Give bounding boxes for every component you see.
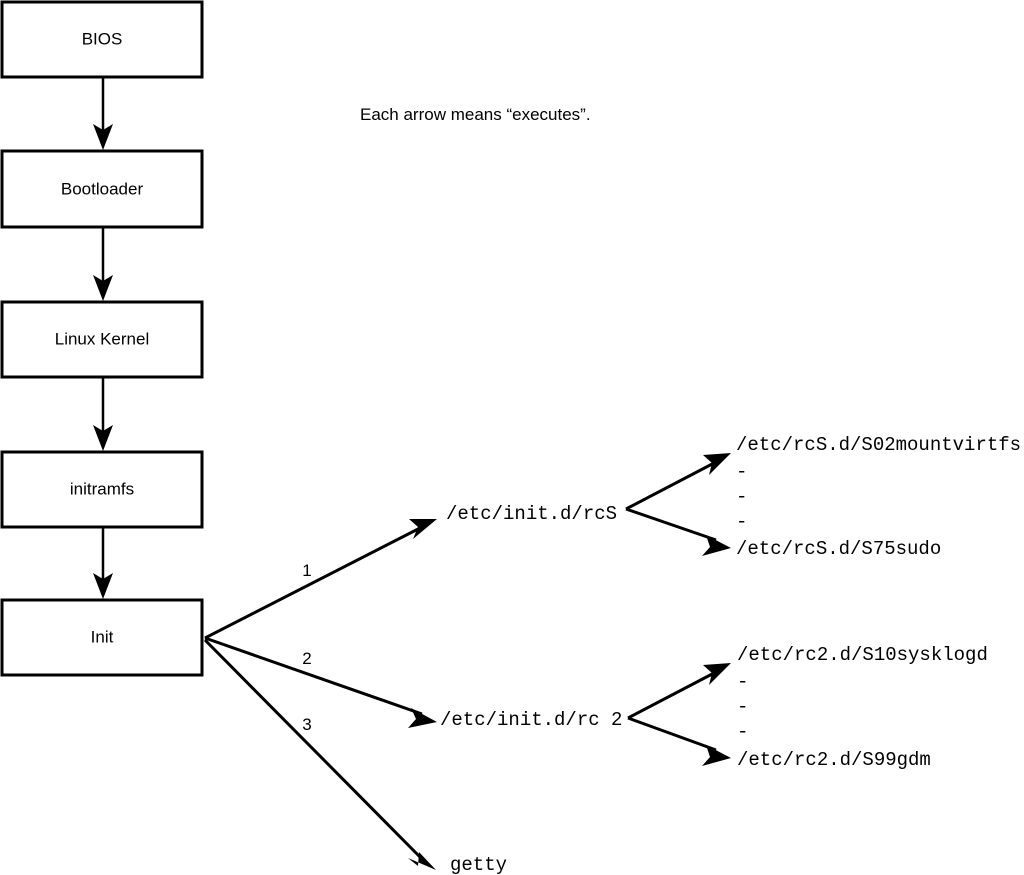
label-getty[interactable]: getty bbox=[450, 854, 507, 875]
arrow-initramfs-to-init bbox=[93, 527, 113, 599]
node-initramfs-box[interactable] bbox=[0, 450, 204, 529]
label-rc2-first-script[interactable]: /etc/rc2.d/S10sysklogd bbox=[737, 644, 988, 666]
arrow-rc2-to-last-script bbox=[627, 716, 731, 766]
branch-number-2: 2 bbox=[302, 649, 311, 668]
label-rcs-last-script[interactable]: /etc/rcS.d/S75sudo bbox=[736, 538, 941, 560]
node-initramfs[interactable]: initramfs bbox=[0, 450, 204, 529]
arrow-init-branch-2 bbox=[204, 636, 437, 728]
arrow-rcs-to-last-script bbox=[625, 507, 731, 556]
rcs-ellipsis-dash-2: - bbox=[736, 486, 747, 508]
arrow-bios-to-bootloader bbox=[93, 77, 113, 150]
arrow-rc2-to-first-script bbox=[627, 663, 731, 720]
rcs-ellipsis-dash-3: - bbox=[736, 511, 747, 533]
arrow-bootloader-to-kernel bbox=[93, 227, 113, 301]
rcs-ellipsis-dash-1: - bbox=[736, 461, 747, 483]
node-bootloader-label: Bootloader bbox=[61, 179, 144, 198]
label-rcs-first-script[interactable]: /etc/rcS.d/S02mountvirtfs bbox=[736, 434, 1021, 456]
label-etc-init-d-rcs[interactable]: /etc/init.d/rcS bbox=[446, 503, 617, 525]
node-init[interactable]: Init bbox=[0, 598, 204, 677]
node-bios-box[interactable] bbox=[0, 0, 204, 79]
node-bootloader-box[interactable] bbox=[0, 149, 204, 229]
node-kernel[interactable]: Linux Kernel bbox=[0, 300, 204, 379]
node-bios-label: BIOS bbox=[82, 29, 123, 48]
rc2-ellipsis-dash-1: - bbox=[737, 671, 748, 693]
arrow-kernel-to-initramfs bbox=[93, 377, 113, 451]
arrow-rcs-to-first-script bbox=[625, 453, 731, 511]
rc2-ellipsis-dash-3: - bbox=[737, 721, 748, 743]
node-init-box[interactable] bbox=[0, 598, 204, 677]
node-bootloader[interactable]: Bootloader bbox=[0, 149, 204, 229]
node-bios[interactable]: BIOS bbox=[0, 0, 204, 79]
branch-number-1: 1 bbox=[302, 561, 311, 580]
node-kernel-label: Linux Kernel bbox=[55, 329, 150, 348]
diagram-note: Each arrow means “executes”. bbox=[360, 105, 591, 124]
arrow-init-branch-3 bbox=[203, 638, 436, 870]
rc2-ellipsis-dash-2: - bbox=[737, 696, 748, 718]
node-initramfs-label: initramfs bbox=[70, 479, 134, 498]
node-init-label: Init bbox=[91, 627, 114, 646]
label-rc2-last-script[interactable]: /etc/rc2.d/S99gdm bbox=[737, 749, 931, 771]
branch-number-3: 3 bbox=[302, 715, 311, 734]
label-etc-init-d-rc2[interactable]: /etc/init.d/rc 2 bbox=[440, 709, 622, 731]
arrow-init-branch-1 bbox=[204, 519, 437, 640]
